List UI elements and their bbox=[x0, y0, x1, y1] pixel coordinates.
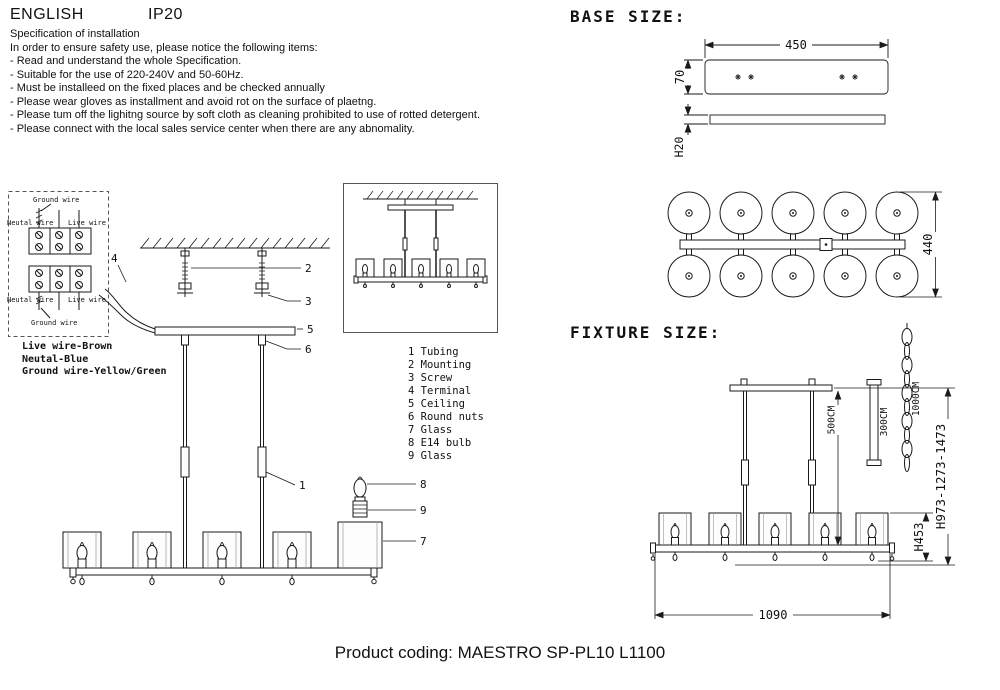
callout-4: 4 bbox=[111, 252, 118, 265]
callout-leaders bbox=[117, 264, 416, 542]
base-size-drawing: 450 70 H20 bbox=[672, 38, 889, 158]
parts-item-2: 2 Mounting bbox=[408, 359, 472, 371]
specification-block: Specification of installation In order t… bbox=[10, 28, 570, 136]
terminal-block bbox=[28, 203, 92, 319]
product-coding: Product coding: MAESTRO SP-PL10 L1100 bbox=[334, 643, 666, 662]
dim-top-view-depth: 440 bbox=[921, 234, 935, 256]
fixture-size-drawing: 500CM 300CM 1000CM H453 H973-1273-1473 1… bbox=[650, 323, 955, 622]
dim-overall-height: H973-1273-1473 bbox=[933, 424, 948, 529]
callout-7: 7 bbox=[420, 535, 427, 548]
callout-6: 6 bbox=[305, 343, 312, 356]
chain-option bbox=[901, 323, 913, 472]
dim-body-height: H453 bbox=[912, 523, 926, 552]
parts-item-8: 8 E14 bulb bbox=[408, 437, 472, 449]
dim-chain-length: 1000CM bbox=[911, 382, 922, 417]
wire-color-legend: Live wire-Brown Neutal-Blue Ground wire-… bbox=[22, 341, 167, 379]
mini-fixture bbox=[353, 190, 488, 288]
fixture-size-title: FIXTURE SIZE: bbox=[570, 323, 722, 342]
dim-base-height: 70 bbox=[673, 70, 687, 84]
spec-intro: In order to ensure safety use, please no… bbox=[10, 41, 318, 54]
base-plate bbox=[684, 39, 889, 135]
parts-item-1: 1 Tubing bbox=[408, 346, 459, 358]
top-view-bar bbox=[679, 238, 906, 251]
base-size-title: BASE SIZE: bbox=[570, 7, 687, 26]
overview-drawing bbox=[343, 183, 498, 333]
spec-item: - Must be installeed on the fixed places… bbox=[10, 82, 325, 94]
spec-title: Specification of installation bbox=[10, 28, 140, 40]
ceiling-and-mounting bbox=[98, 237, 330, 346]
dim-fixture-width: 1090 bbox=[759, 608, 788, 622]
legend-live: Live wire-Brown bbox=[22, 341, 113, 352]
callout-2: 2 bbox=[305, 262, 312, 275]
wiring-label-neutral-1: Neutal wire bbox=[7, 219, 53, 227]
ip-rating-label: IP20 bbox=[148, 6, 183, 23]
wiring-diagram: Ground wire Neutal wire Live wire Neutal… bbox=[7, 191, 109, 337]
language-label: ENGLISH bbox=[10, 6, 84, 23]
callout-9: 9 bbox=[420, 504, 427, 517]
dim-base-width: 450 bbox=[785, 38, 807, 52]
callout-5: 5 bbox=[307, 323, 314, 336]
wiring-label-ground-bottom: Ground wire bbox=[31, 319, 77, 327]
callout-8: 8 bbox=[420, 478, 427, 491]
wiring-label-live-2: Live wire bbox=[68, 296, 106, 304]
legend-neutral: Neutal-Blue bbox=[22, 353, 89, 365]
installation-drawing: 2 3 4 5 6 1 8 9 7 bbox=[62, 237, 427, 586]
parts-item-6: 6 Round nuts bbox=[408, 411, 484, 423]
parts-item-7: 7 Glass bbox=[408, 424, 453, 436]
rod-option bbox=[866, 379, 882, 466]
spec-item: - Suitable for the use of 220-240V and 5… bbox=[10, 68, 244, 81]
wiring-label-live-1: Live wire bbox=[68, 219, 106, 227]
dim-base-thickness: H20 bbox=[672, 137, 686, 158]
top-view-drawing: 440 bbox=[667, 191, 942, 298]
dim-rod-a: 500CM bbox=[827, 405, 838, 434]
spec-item: - Please tum off the lighitng source by … bbox=[10, 109, 481, 121]
spec-item: - Please wear gloves as installment and … bbox=[10, 95, 377, 108]
top-view-dimension bbox=[900, 191, 942, 298]
spec-item: - Please connect with the local sales se… bbox=[10, 122, 415, 135]
callout-3: 3 bbox=[305, 295, 312, 308]
callout-1: 1 bbox=[299, 479, 306, 492]
wiring-label-ground-top: Ground wire bbox=[33, 196, 79, 204]
dim-rod-b: 300CM bbox=[879, 407, 890, 436]
spec-item: - Read and understand the whole Specific… bbox=[10, 55, 242, 67]
parts-item-4: 4 Terminal bbox=[408, 385, 472, 397]
parts-item-5: 5 Ceiling bbox=[408, 398, 465, 410]
wiring-label-neutral-2: Neutal wire bbox=[7, 296, 53, 304]
parts-item-9: 9 Glass bbox=[408, 450, 453, 462]
parts-list: 1 Tubing 2 Mounting 3 Screw 4 Terminal 5… bbox=[408, 346, 484, 463]
fixture-dimensions bbox=[654, 387, 955, 619]
parts-item-3: 3 Screw bbox=[408, 372, 453, 384]
legend-ground: Ground wire-Yellow/Green bbox=[22, 366, 167, 377]
exploded-lamp bbox=[337, 476, 383, 569]
